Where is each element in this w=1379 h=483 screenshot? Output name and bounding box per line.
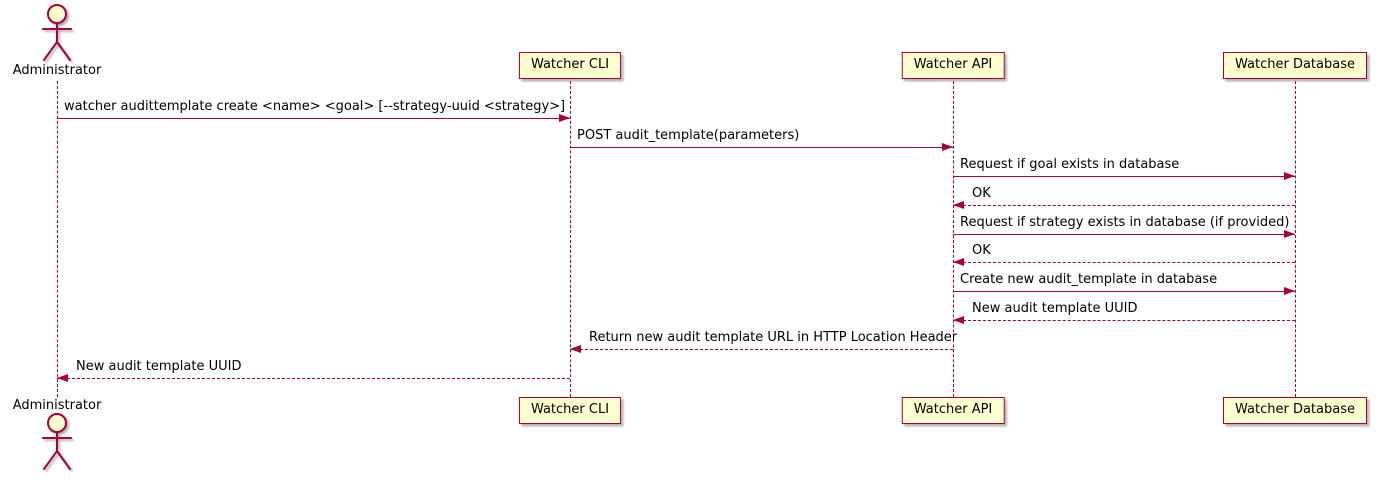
message-line-8 — [570, 349, 953, 350]
message-line-2 — [953, 176, 1295, 177]
actor-label-top-administrator: Administrator — [12, 63, 102, 78]
message-line-6 — [953, 291, 1295, 292]
message-label-1: POST audit_template(parameters) — [577, 128, 800, 143]
message-line-5 — [953, 262, 1295, 263]
lifeline-watcher-api — [953, 81, 954, 397]
message-arrowhead-7 — [953, 316, 964, 324]
lifeline-administrator — [57, 81, 58, 397]
participant-box-top-watcher-database: Watcher Database — [1223, 52, 1367, 79]
participant-box-top-watcher-api: Watcher API — [901, 52, 1005, 79]
message-line-0 — [57, 118, 570, 119]
message-line-9 — [57, 378, 570, 379]
message-label-2: Request if goal exists in database — [960, 157, 1180, 172]
participant-box-top-watcher-cli: Watcher CLI — [518, 52, 622, 79]
actor-icon — [42, 413, 72, 470]
lifeline-watcher-database — [1295, 81, 1296, 397]
message-arrowhead-5 — [953, 258, 964, 266]
actor-label-bottom-administrator: Administrator — [12, 398, 102, 413]
message-arrowhead-9 — [57, 374, 68, 382]
message-label-7: New audit template UUID — [972, 301, 1138, 316]
message-label-0: watcher audittemplate create <name> <goa… — [64, 99, 566, 114]
participant-box-bottom-watcher-database: Watcher Database — [1223, 397, 1367, 424]
message-label-4: Request if strategy exists in database (… — [960, 215, 1290, 230]
message-label-9: New audit template UUID — [76, 359, 242, 374]
participant-box-bottom-watcher-api: Watcher API — [901, 397, 1005, 424]
message-arrowhead-1 — [942, 143, 953, 151]
lifeline-watcher-cli — [570, 81, 571, 397]
message-arrowhead-4 — [1284, 230, 1295, 238]
message-label-8: Return new audit template URL in HTTP Lo… — [589, 330, 958, 345]
actor-icon — [42, 4, 72, 61]
message-line-4 — [953, 234, 1295, 235]
message-arrowhead-3 — [953, 201, 964, 209]
message-arrowhead-6 — [1284, 287, 1295, 295]
message-arrowhead-8 — [570, 345, 581, 353]
message-label-3: OK — [972, 186, 991, 201]
actor-figure-bottom-administrator — [35, 412, 79, 478]
message-arrowhead-0 — [559, 114, 570, 122]
message-arrowhead-2 — [1284, 172, 1295, 180]
message-line-3 — [953, 205, 1295, 206]
actor-figure-top-administrator — [35, 3, 79, 69]
message-line-1 — [570, 147, 953, 148]
message-label-5: OK — [972, 243, 991, 258]
message-label-6: Create new audit_template in database — [960, 272, 1218, 287]
participant-box-bottom-watcher-cli: Watcher CLI — [518, 397, 622, 424]
message-line-7 — [953, 320, 1295, 321]
